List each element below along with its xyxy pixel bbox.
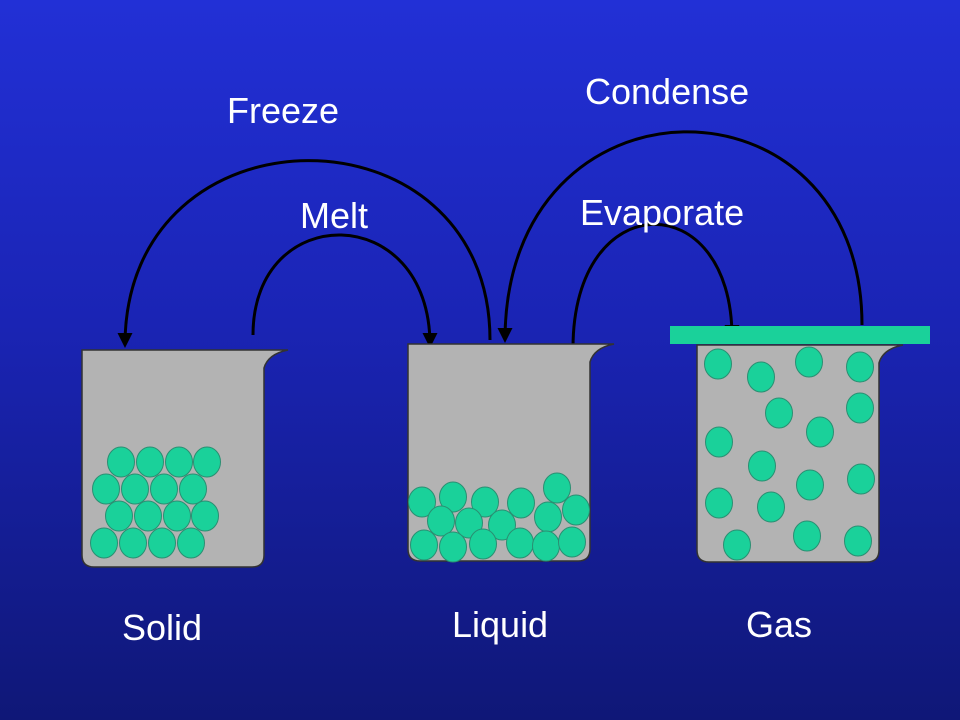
particle [471,486,499,518]
particle [846,351,874,383]
particle [163,500,191,532]
particle [506,527,534,559]
evaporate-arrow [571,222,740,349]
particle [150,473,178,505]
particle [193,446,221,478]
evaporate-label: Evaporate [580,192,744,233]
particle [119,527,147,559]
liquid-particles [408,472,590,563]
particle [90,527,118,559]
particle [455,507,483,539]
condense-arrow [497,130,864,343]
particle [723,529,751,561]
particle [543,472,571,504]
particle [488,509,516,541]
condense-label: Condense [585,71,749,112]
particle [191,500,219,532]
particle [410,529,438,561]
particle [847,463,875,495]
particle [136,446,164,478]
particle [795,346,823,378]
particle [179,473,207,505]
particle [507,487,535,519]
particle [439,531,467,563]
particle [105,500,133,532]
solid-label: Solid [122,607,202,648]
particle [844,525,872,557]
particle [793,520,821,552]
particle [92,473,120,505]
particle [121,473,149,505]
particle [427,505,455,537]
gas-particles [704,346,875,561]
particle [534,501,562,533]
particle [757,491,785,523]
particle [765,397,793,429]
particle [705,487,733,519]
particle [747,361,775,393]
particle [806,416,834,448]
particle [846,392,874,424]
gas-beaker [670,326,930,563]
particle [107,446,135,478]
gas-label: Gas [746,604,812,645]
freeze-arrow [117,159,492,348]
solid-beaker [81,349,289,568]
particle [796,469,824,501]
particle [532,530,560,562]
liquid-label: Liquid [452,604,548,645]
particle [439,481,467,513]
particle [558,526,586,558]
particle [704,348,732,380]
gas-beaker-lid [670,326,930,344]
freeze-label: Freeze [227,90,339,131]
melt-label: Melt [300,195,368,236]
particle [705,426,733,458]
particle [134,500,162,532]
liquid-beaker [407,343,615,563]
particle [165,446,193,478]
particle [148,527,176,559]
particle [748,450,776,482]
particle [562,494,590,526]
particle [469,528,497,560]
particle [177,527,205,559]
particle [408,486,436,518]
solid-particles [90,446,221,559]
melt-arrow [251,233,438,348]
